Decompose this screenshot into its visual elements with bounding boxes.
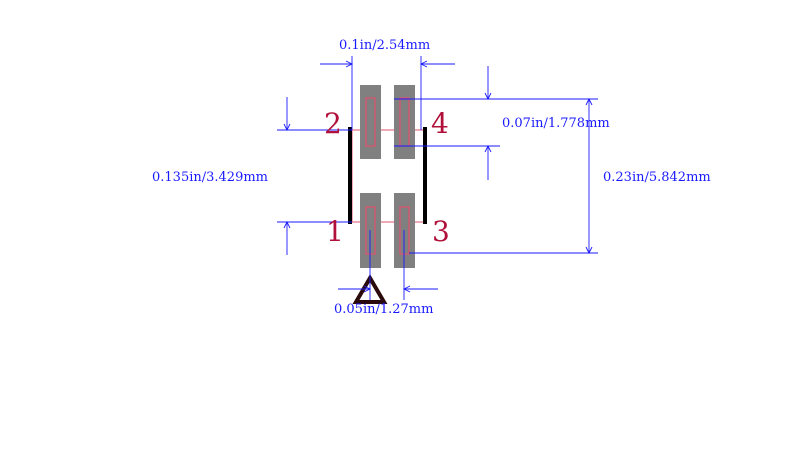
pad-1	[360, 193, 381, 268]
silkscreen	[348, 127, 427, 224]
dimension-label-pad-width: 0.05in/1.27mm	[334, 302, 433, 317]
pin1-marker	[352, 274, 388, 304]
pin-label-4: 4	[431, 107, 449, 140]
dimension-label-total-height: 0.23in/5.842mm	[603, 170, 711, 185]
silkscreen-left-bar	[348, 127, 352, 224]
dimension-label-row-spacing: 0.135in/3.429mm	[152, 170, 268, 185]
pin-label-1: 1	[326, 215, 344, 248]
pad-outlines	[365, 97, 410, 255]
dimension-label-pad-length: 0.07in/1.778mm	[502, 116, 610, 131]
dimension-lines	[277, 56, 598, 300]
pad-group	[360, 85, 415, 268]
silkscreen-right-bar	[423, 127, 427, 224]
dimension-arrows	[283, 60, 593, 293]
dimension-label-pitch: 0.1in/2.54mm	[339, 38, 430, 53]
pin-label-2: 2	[324, 107, 342, 140]
pad-4	[394, 85, 415, 159]
pad-3	[394, 193, 415, 268]
pad-2	[360, 85, 381, 159]
pin-label-3: 3	[432, 215, 450, 248]
